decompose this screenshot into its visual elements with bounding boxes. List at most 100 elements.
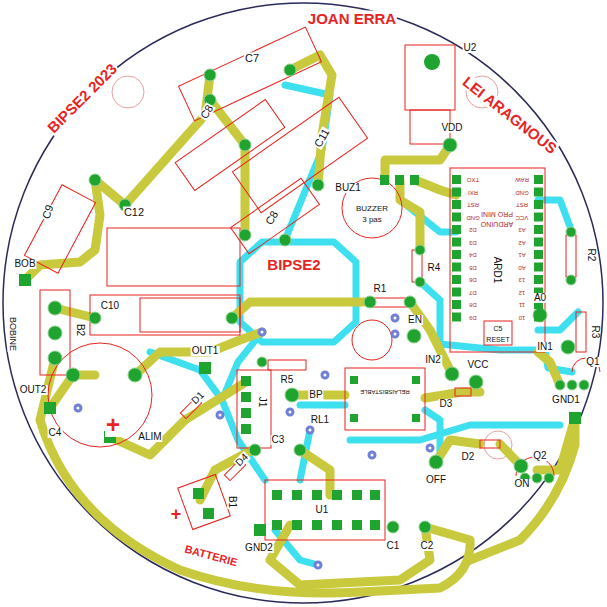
square-pad <box>370 520 380 530</box>
arduino-pin <box>534 188 543 197</box>
component-label: D9 <box>468 315 478 321</box>
round-pad <box>415 277 425 287</box>
component-outline <box>231 178 320 254</box>
component-outline <box>178 474 231 529</box>
board-title-text: + <box>105 413 121 437</box>
yellow-trace <box>40 358 470 593</box>
square-pad <box>332 520 342 530</box>
square-pad <box>292 520 302 530</box>
component-label: R5 <box>280 375 295 385</box>
yellow-trace <box>470 418 575 560</box>
via <box>287 409 293 415</box>
round-pad <box>419 521 431 533</box>
component-label: D8 <box>468 302 478 308</box>
component-label: C5 <box>493 325 504 332</box>
round-pad <box>364 296 376 308</box>
yellow-trace <box>110 382 246 455</box>
square-pad <box>350 376 358 384</box>
component-outline <box>352 320 392 360</box>
round-pad <box>284 64 296 76</box>
yellow-trace <box>25 55 575 593</box>
component-label: ON <box>514 479 531 489</box>
square-pad <box>272 520 282 530</box>
arduino-pin <box>452 250 461 259</box>
component-outline <box>566 235 576 277</box>
square-pad <box>203 508 214 519</box>
component-label: 10 <box>518 315 527 321</box>
round-pad <box>561 340 575 354</box>
component-label: C7 <box>244 53 260 64</box>
component-label: Q2 <box>532 451 547 461</box>
component-label: U2 <box>463 43 478 53</box>
arduino-pin <box>534 250 543 259</box>
yellow-trace <box>400 180 420 250</box>
component-label: GND <box>465 215 480 221</box>
round-pad <box>128 368 142 382</box>
component-outline <box>175 100 285 191</box>
component-label: 3 pas <box>361 216 383 224</box>
component-outline <box>268 360 306 370</box>
yellow-trace <box>538 352 560 385</box>
component-label: R4 <box>427 263 442 273</box>
u2-tab <box>424 54 440 70</box>
square-pad <box>380 175 389 185</box>
component-outline <box>107 228 240 286</box>
round-pad <box>469 375 483 389</box>
round-pad <box>407 329 421 343</box>
component-label: D2 <box>468 227 478 233</box>
round-pad <box>532 473 542 483</box>
component-label: D4 <box>468 252 478 258</box>
cyan-trace <box>538 200 572 232</box>
round-pad <box>239 139 251 151</box>
round-pad <box>226 312 238 324</box>
component-label: RXI <box>467 190 479 196</box>
arduino-pin <box>452 213 461 222</box>
component-label: RESET <box>485 336 510 343</box>
component-label: A3 <box>517 227 526 233</box>
component-label: A2 <box>517 240 526 246</box>
via <box>307 427 313 433</box>
board-title-text: JOAN ERRA <box>307 11 397 26</box>
square-pad <box>241 408 251 418</box>
round-pad <box>204 69 216 81</box>
component-label: BOB <box>13 259 36 269</box>
round-pad <box>387 521 399 533</box>
component-label: D3 <box>468 240 478 246</box>
component-label: A1 <box>517 252 526 258</box>
component-label: OUT1 <box>191 346 220 356</box>
round-pad <box>279 234 291 246</box>
component-label: EN <box>407 315 423 325</box>
component-label: RST <box>466 202 480 208</box>
via <box>75 315 433 568</box>
via <box>259 329 265 335</box>
component-outline <box>237 370 271 448</box>
arduino-pin <box>452 238 461 247</box>
round-pad <box>66 368 80 382</box>
component-label: RELAISBISTABLE <box>359 389 411 395</box>
component-label: BOBINE <box>8 316 17 352</box>
square-pad <box>352 490 362 500</box>
component-outline <box>90 295 240 335</box>
square-pad <box>241 376 251 386</box>
component-label: B1 <box>227 495 237 509</box>
arduino-pin <box>452 288 461 297</box>
component-label: D3 <box>439 399 454 409</box>
board-title-text: BIPSE2 <box>266 257 321 272</box>
component-outline <box>576 312 586 352</box>
round-pad <box>257 357 267 367</box>
component-label: GND1 <box>551 395 581 405</box>
component-label: C10 <box>100 301 120 311</box>
component-outline <box>480 440 500 448</box>
arduino-pin <box>452 175 461 184</box>
component-label: B2 <box>75 323 85 337</box>
component-label: IN2 <box>424 355 442 365</box>
component-label: TXO <box>466 177 480 183</box>
yellow-trace <box>270 525 430 585</box>
board-outline <box>3 3 603 603</box>
via <box>75 405 81 411</box>
board-title-text: + <box>170 505 183 523</box>
cyan-trace <box>150 85 578 565</box>
component-outline <box>140 298 240 332</box>
component-label: ALIM <box>137 432 162 442</box>
arduino-pin <box>452 175 543 322</box>
